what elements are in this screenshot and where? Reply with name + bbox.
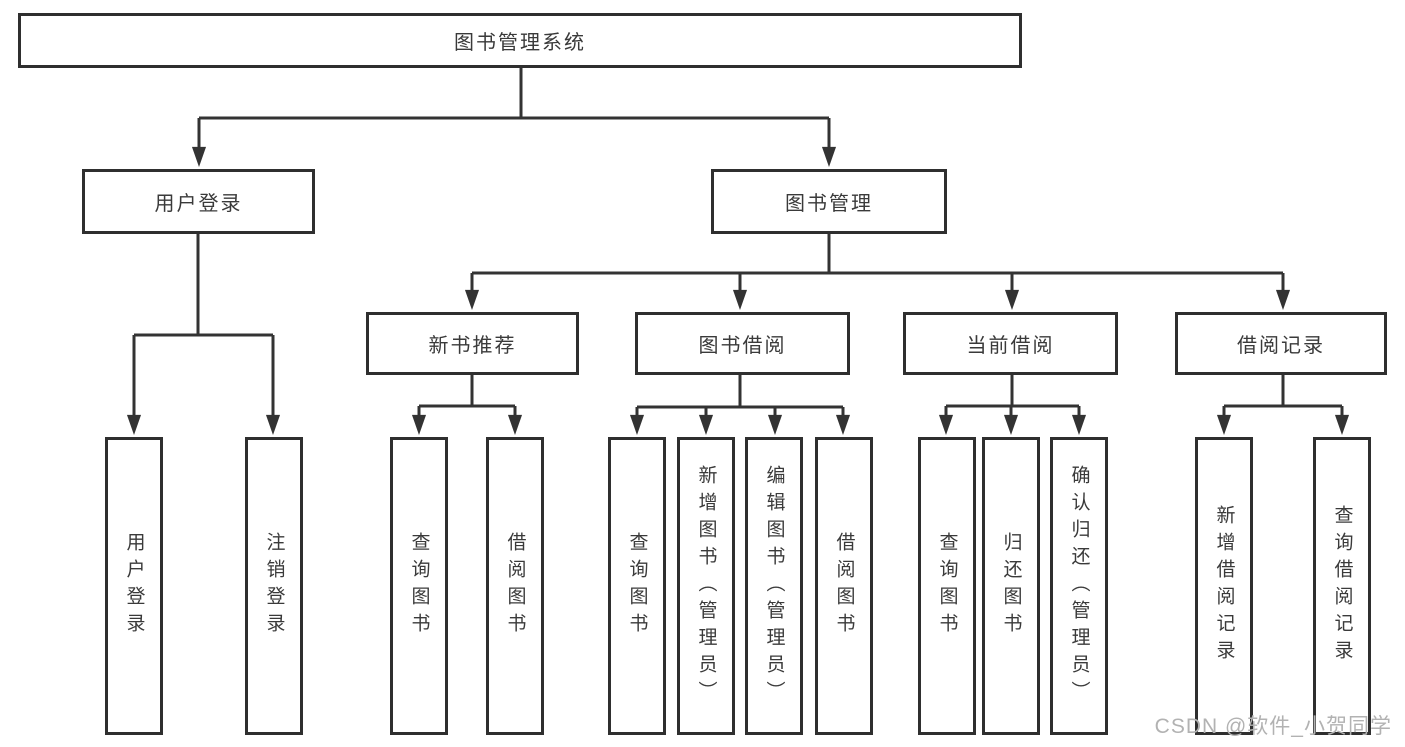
leaf-query-books-current: 查询图书 — [918, 437, 976, 735]
leaf-borrow-books: 借阅图书 — [815, 437, 873, 735]
leaf-return-books: 归还图书 — [982, 437, 1040, 735]
leaf-query-books-recommend: 查询图书 — [390, 437, 448, 735]
node-label: 用户登录 — [154, 193, 243, 215]
branch-book-borrow — [629, 375, 851, 436]
leaf-edit-books-admin: 编辑图书（管理员） — [745, 437, 803, 735]
node-user-login: 用户登录 — [82, 169, 315, 234]
node-root-system: 图书管理系统 — [18, 13, 1022, 68]
node-book-management: 图书管理 — [711, 169, 947, 234]
leaf-label: 查询图书 — [936, 532, 958, 640]
leaf-add-borrow-record: 新增借阅记录 — [1195, 437, 1253, 735]
node-label: 借阅记录 — [1237, 335, 1325, 357]
branch-root — [191, 68, 837, 168]
node-label: 图书管理 — [785, 193, 873, 215]
leaf-query-books-borrow: 查询图书 — [608, 437, 666, 735]
leaf-label: 确认归还（管理员） — [1068, 464, 1090, 708]
leaf-borrow-books-recommend: 借阅图书 — [486, 437, 544, 735]
branch-borrow-record — [1216, 375, 1350, 436]
leaf-add-books-admin: 新增图书（管理员） — [677, 437, 735, 735]
leaf-label: 归还图书 — [1000, 532, 1022, 640]
csdn-watermark: CSDN @软件_小贺同学 — [1154, 715, 1392, 738]
branch-new-book — [411, 375, 523, 436]
branch-current-borrow — [938, 375, 1087, 436]
leaf-confirm-return-admin: 确认归还（管理员） — [1050, 437, 1108, 735]
leaf-logout: 注销登录 — [245, 437, 303, 735]
branch-book-mgmt — [464, 234, 1291, 311]
leaf-label: 用户登录 — [123, 532, 145, 640]
node-label: 图书借阅 — [698, 335, 787, 357]
leaf-label: 查询图书 — [408, 532, 430, 640]
leaf-label: 新增图书（管理员） — [695, 464, 717, 708]
leaf-label: 查询借阅记录 — [1331, 505, 1353, 667]
leaf-label: 借阅图书 — [504, 532, 526, 640]
leaf-label: 查询图书 — [626, 532, 648, 640]
leaf-label: 借阅图书 — [833, 532, 855, 640]
node-new-book-recommend: 新书推荐 — [366, 312, 579, 375]
leaf-query-borrow-record: 查询借阅记录 — [1313, 437, 1371, 735]
branch-user-login — [126, 234, 281, 436]
leaf-label: 编辑图书（管理员） — [763, 464, 785, 708]
node-borrow-record: 借阅记录 — [1175, 312, 1387, 375]
node-label: 当前借阅 — [966, 335, 1055, 357]
node-label: 新书推荐 — [428, 335, 517, 357]
node-label: 图书管理系统 — [454, 32, 586, 54]
leaf-user-login: 用户登录 — [105, 437, 163, 735]
leaf-label: 注销登录 — [263, 532, 285, 640]
node-book-borrow: 图书借阅 — [635, 312, 850, 375]
node-current-borrow: 当前借阅 — [903, 312, 1118, 375]
leaf-label: 新增借阅记录 — [1213, 505, 1235, 667]
